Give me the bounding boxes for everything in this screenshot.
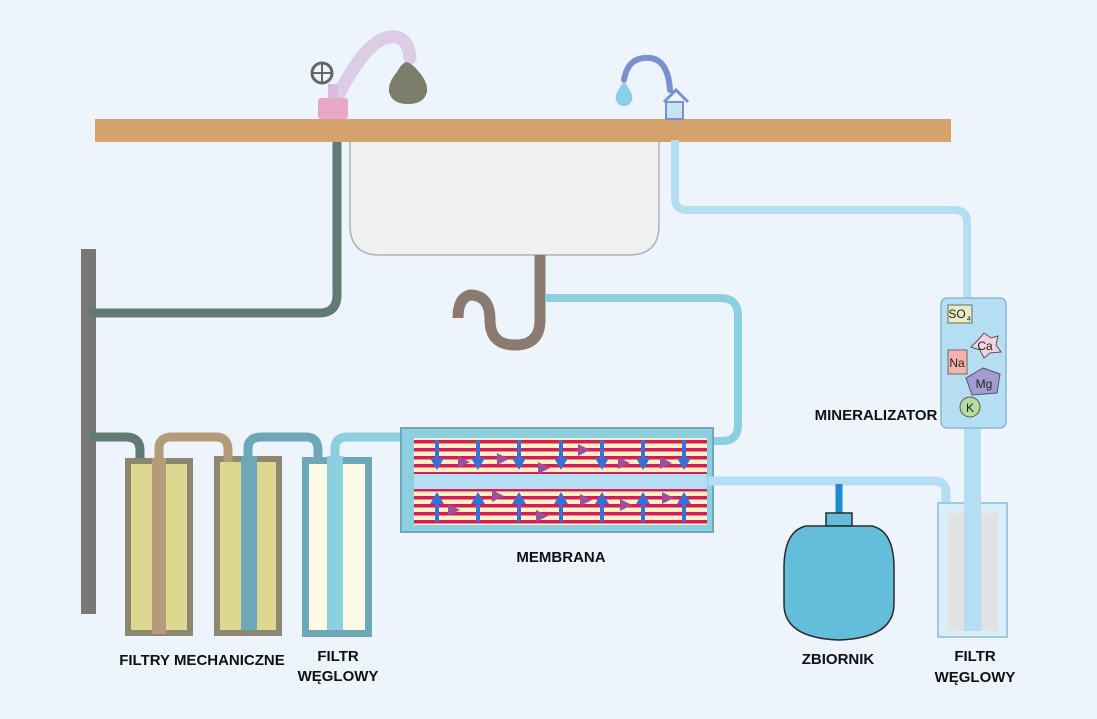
connector-1-2 <box>154 432 233 462</box>
concentrate-flow-marker <box>448 504 460 516</box>
storage-tank <box>783 512 895 641</box>
concentrate-flow-marker <box>458 456 470 468</box>
waste-pipe <box>545 294 742 445</box>
ion-so4 <box>947 304 973 324</box>
concentrate-flow-marker <box>662 492 674 504</box>
sink-basin <box>349 139 660 256</box>
permeate-arrow-up <box>677 492 691 522</box>
permeate-arrow-down <box>430 440 444 470</box>
mineralizer: SO 4 Ca Na Mg K <box>940 297 1007 429</box>
label-carbon-filter-left-1: FILTR <box>317 648 359 665</box>
concentrate-flow-marker <box>618 457 630 469</box>
permeate-arrow-down <box>554 440 568 470</box>
concentrate-flow-marker <box>536 510 548 522</box>
ion-k <box>959 396 981 418</box>
ion-k-label: K <box>966 401 974 415</box>
label-mineralizer: MINERALIZATOR <box>815 407 938 424</box>
permeate-arrow-down <box>636 440 650 470</box>
label-mech-filters: FILTRY MECHANICZNE <box>119 652 285 669</box>
label-tank: ZBIORNIK <box>802 651 875 668</box>
concentrate-flow-marker <box>578 444 590 456</box>
mechanical-filter-2 <box>214 456 282 636</box>
ion-ca <box>970 332 1002 359</box>
mechanical-filter-1 <box>125 458 193 636</box>
permeate-arrow-up <box>595 492 609 522</box>
permeate-arrow-down <box>512 440 526 470</box>
carbon-filter-right <box>937 423 1008 638</box>
mixer-faucet <box>310 30 428 119</box>
label-carbon-filter-right-2: WĘGLOWY <box>935 669 1016 686</box>
concentrate-flow-marker <box>492 490 504 502</box>
concentrate-flow-marker <box>538 462 550 474</box>
ion-so4-label: SO <box>948 307 965 321</box>
label-carbon-filter-left-2: WĘGLOWY <box>298 668 379 685</box>
permeate-arrow-down <box>677 440 691 470</box>
inlet-pipe <box>90 432 145 462</box>
ro-membrane <box>400 427 714 533</box>
concentrate-flow-marker <box>660 457 672 469</box>
ion-mg-label: Mg <box>976 377 993 391</box>
concentrate-flow-marker <box>497 453 509 465</box>
permeate-arrow-down <box>471 440 485 470</box>
ion-mg <box>965 367 1001 396</box>
permeate-arrow-up <box>471 492 485 522</box>
concentrate-flow-marker <box>620 499 632 511</box>
ion-ca-label: Ca <box>977 339 993 353</box>
drain-trap <box>452 255 546 351</box>
ion-so4-sub: 4 <box>967 316 971 323</box>
concentrate-flow-marker <box>580 494 592 506</box>
carbon-filter-left <box>302 456 372 637</box>
ro-tap <box>615 54 690 120</box>
connector-2-3 <box>243 432 323 462</box>
ion-na-label: Na <box>949 356 965 370</box>
membrane-arrows <box>430 440 691 522</box>
connector-3-membrane <box>330 432 404 462</box>
product-pipe <box>708 476 951 508</box>
feed-pipe <box>90 140 342 318</box>
permeate-arrow-down <box>595 440 609 470</box>
counter-top <box>95 119 951 142</box>
label-carbon-filter-right-1: FILTR <box>954 648 996 665</box>
ion-na <box>947 349 968 375</box>
permeate-arrow-up <box>554 492 568 522</box>
supply-post <box>81 249 96 614</box>
permeate-arrow-up <box>512 492 526 522</box>
permeate-arrow-up <box>636 492 650 522</box>
label-membrane: MEMBRANA <box>516 549 605 566</box>
product-pipe-to-tap <box>671 140 971 300</box>
permeate-arrow-up <box>430 492 444 522</box>
